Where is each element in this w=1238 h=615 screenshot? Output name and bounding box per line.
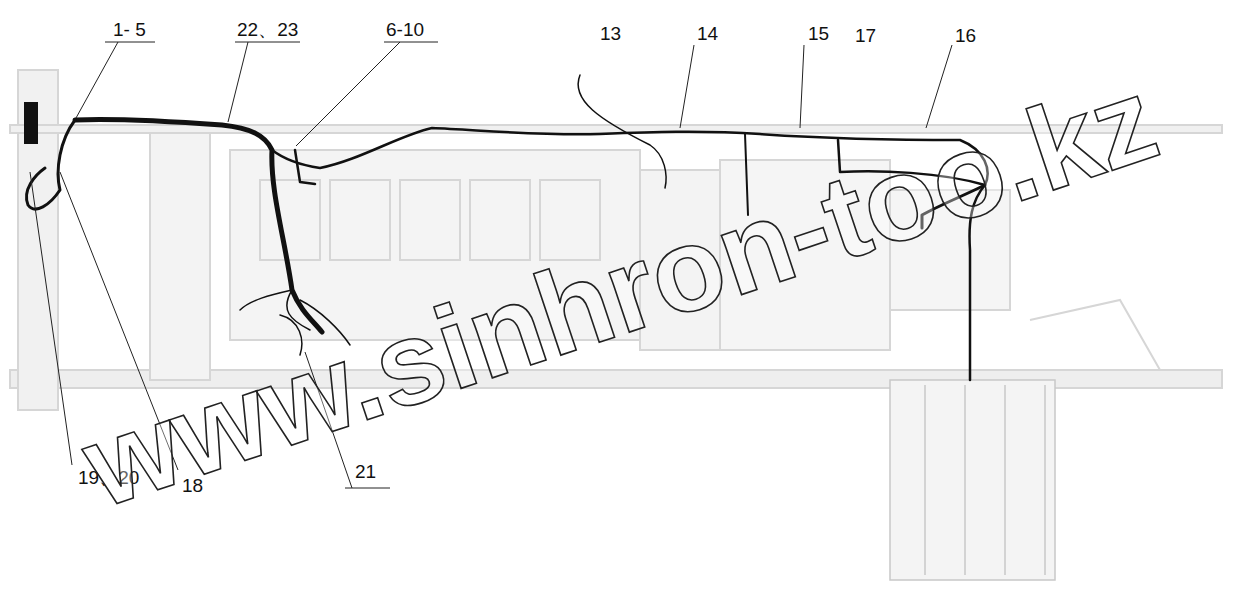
callout-number: 1- 5 (113, 20, 146, 39)
callout-number: 14 (697, 24, 718, 43)
callout-number: 13 (600, 24, 621, 43)
callout-number: 22、23 (237, 20, 298, 39)
callout-number: 6-10 (386, 20, 424, 39)
callout-number: 21 (355, 462, 376, 481)
callout-number: 17 (855, 26, 876, 45)
callout-number: 16 (955, 26, 976, 45)
callout-number: 15 (808, 24, 829, 43)
